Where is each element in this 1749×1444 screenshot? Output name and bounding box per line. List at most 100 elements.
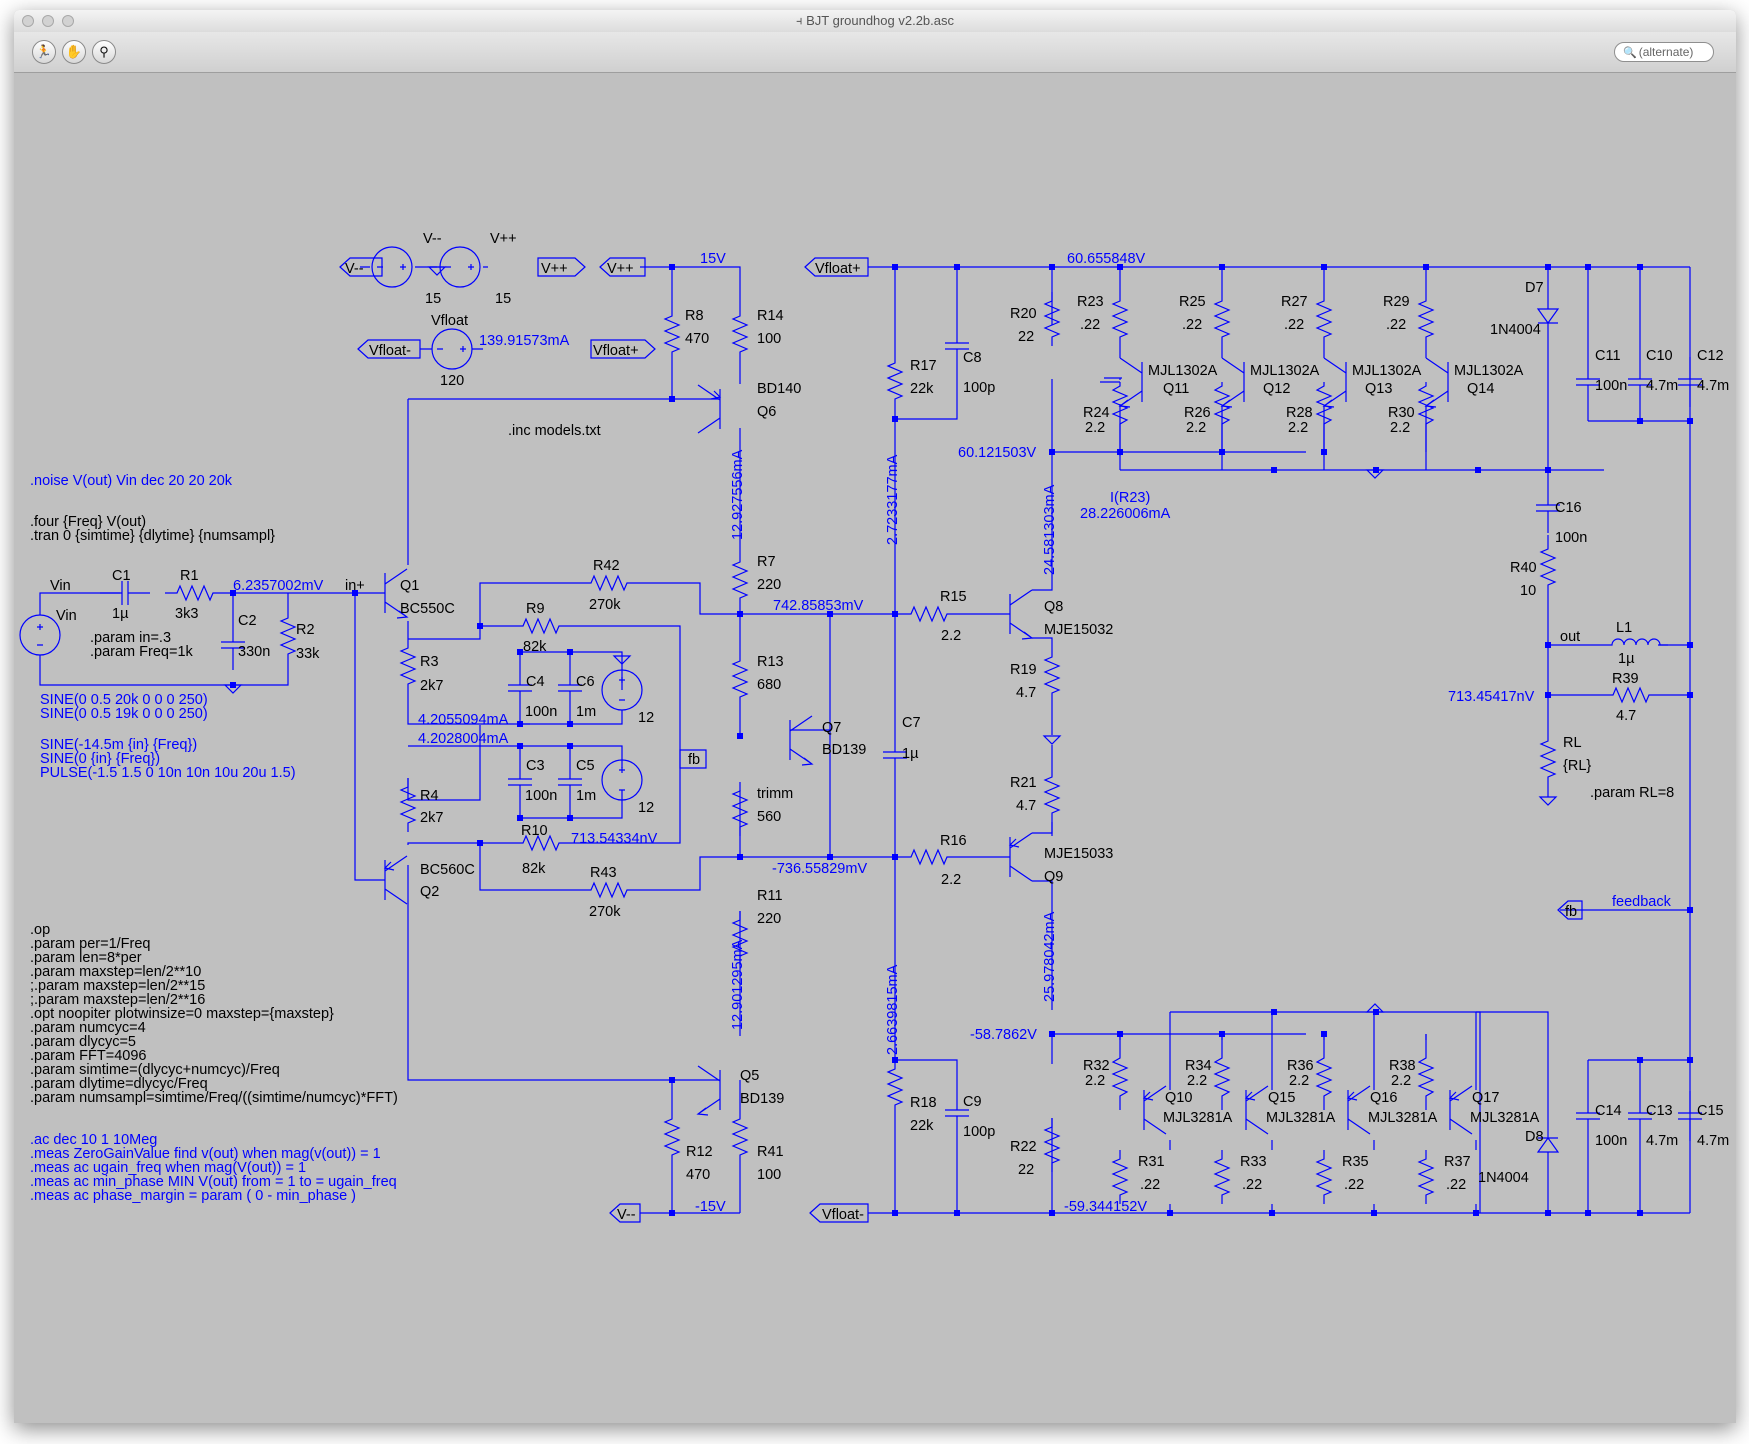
schematic-label: 120 [440,373,464,389]
pan-button[interactable]: ✋ [62,40,86,64]
port-flags [339,257,1583,1223]
schematic-label: Q9 [1044,869,1063,885]
schematic-label: .22 [1284,317,1304,333]
schematic-label: MJL1302A [1148,363,1218,379]
schematic-label: 6.2357002mV [233,578,324,594]
schematic-label: R24 [1083,405,1110,421]
schematic-label: 220 [757,911,781,927]
schematic-label: 4.7 [1016,685,1036,701]
schematic-label: 470 [685,331,709,347]
schematic-label: 742.85853mV [773,598,864,614]
schematic-label: R20 [1010,306,1037,322]
schematic-label: .param len=8*per [30,950,142,966]
probe-button[interactable]: ⚲ [92,40,116,64]
schematic-label: R35 [1342,1154,1369,1170]
schematic-label: .22 [1182,317,1202,333]
schematic-label: Q2 [420,884,439,900]
schematic-label: R26 [1184,405,1211,421]
schematic-label: R9 [526,601,545,617]
schematic-label: R37 [1444,1154,1471,1170]
schematic-label: 60.121503V [958,445,1037,461]
port-vpp: V++ [541,261,568,277]
schematic-label: -15V [695,1199,726,1215]
schematic-label: .22 [1080,317,1100,333]
title-bar: ⫞ BJT groundhog v2.2b.asc [14,10,1736,33]
close-window-button[interactable] [22,15,34,27]
schematic-label: 2.2 [1391,1073,1411,1089]
search-field[interactable]: 🔍(alternate) [1614,42,1714,62]
schematic-label: .param simtime=(dlycyc+numcyc)/Freq [30,1062,280,1078]
schematic-label: Q15 [1268,1090,1295,1106]
schematic-label: Q10 [1165,1090,1192,1106]
schematic-label: R12 [686,1144,713,1160]
schematic-label: R14 [757,308,784,324]
schematic-label: Q6 [757,404,776,420]
schematic-label: 100p [963,1124,995,1140]
schematic-label: .meas ZeroGainValue find v(out) when mag… [30,1146,381,1162]
schematic-label: 15 [495,291,511,307]
schematic-label: R28 [1286,405,1313,421]
ac-directive-block: .ac dec 10 1 10Meg .meas ZeroGainValue f… [30,1132,397,1204]
schematic-label: R11 [757,888,783,904]
schematic-label: 2.2 [941,628,961,644]
schematic-label: 12 [638,710,654,726]
schematic-label: C5 [576,758,595,774]
schematic-label: 25.978042mA [1042,911,1058,1002]
run-simulation-button[interactable]: 🏃 [32,40,56,64]
schematic-label: R39 [1612,671,1639,687]
labels: V-- V++ V++ Vfloat- Vfloat+ Vfloat+ Vflo… [30,231,1729,1223]
schematic-label: .22 [1344,1177,1364,1193]
schematic-label: C15 [1697,1103,1724,1119]
schematic-label: 3k3 [175,606,198,622]
schematic-label: SINE(0 0.5 20k 0 0 0 250) [40,692,208,708]
minimize-window-button[interactable] [42,15,54,27]
schematic-label: 100n [1595,1133,1627,1149]
window-title: ⫞ BJT groundhog v2.2b.asc [795,13,955,28]
zoom-window-button[interactable] [62,15,74,27]
schematic-label: MJL3281A [1470,1110,1540,1126]
port-vfloat-plus: Vfloat+ [593,343,639,359]
schematic-file-icon: ⫞ [795,13,807,28]
schematic-label: 560 [757,809,781,825]
schematic-label: 713.45417nV [1448,689,1535,705]
schematic-label: C1 [112,568,131,584]
schematic-label: MJL1302A [1454,363,1524,379]
schematic-label: R43 [590,865,617,881]
port-fb-out: fb [1565,904,1577,920]
schematic-label: Q14 [1467,381,1494,397]
schematic-label: R42 [593,558,620,574]
schematic-label: 2.2 [1390,420,1410,436]
schematic-label: R23 [1077,294,1104,310]
schematic-label: R17 [910,358,937,374]
schematic-label: R13 [757,654,784,670]
net-in-plus: in+ [345,578,365,594]
schematic-label: R4 [420,788,439,804]
schematic-label: C6 [576,674,595,690]
schematic-label: 100n [1595,378,1627,394]
schematic-canvas[interactable]: V-- V++ V++ Vfloat- Vfloat+ Vfloat+ Vflo… [14,73,1736,1423]
param-in: .param in=.3 [90,630,171,646]
schematic-label: BD140 [757,381,801,397]
schematic-label: .param FFT=4096 [30,1048,146,1064]
supply-sources [19,246,643,801]
base-resistors [1111,382,1435,1110]
schematic-label: Q12 [1263,381,1290,397]
schematic-label: 1m [576,788,596,804]
schematic-label: 270k [589,597,621,613]
schematic-label: 2.2 [1085,1073,1105,1089]
schematic-label: 139.91573mA [479,333,570,349]
schematic-label: BD139 [740,1091,784,1107]
port-vmm-q5: V-- [617,1207,636,1223]
schematic-label: C2 [238,613,257,629]
schematic-label: 2.7233177mA [885,454,901,545]
schematic-label: .opt noopiter plotwinsize=0 maxstep={max… [30,1006,334,1022]
schematic-label: -736.55829mV [772,861,867,877]
schematic-label: MJL3281A [1163,1110,1233,1126]
schematic-label: R7 [757,554,776,570]
capacitors [99,320,1703,1142]
schematic-label: PULSE(-1.5 1.5 0 10n 10n 10u 20u 1.5) [40,765,296,781]
schematic-label: RL [1563,735,1582,751]
schematic-label: Q7 [822,720,841,736]
schematic-label: 100 [757,331,781,347]
schematic-label: Q11 [1163,381,1189,397]
